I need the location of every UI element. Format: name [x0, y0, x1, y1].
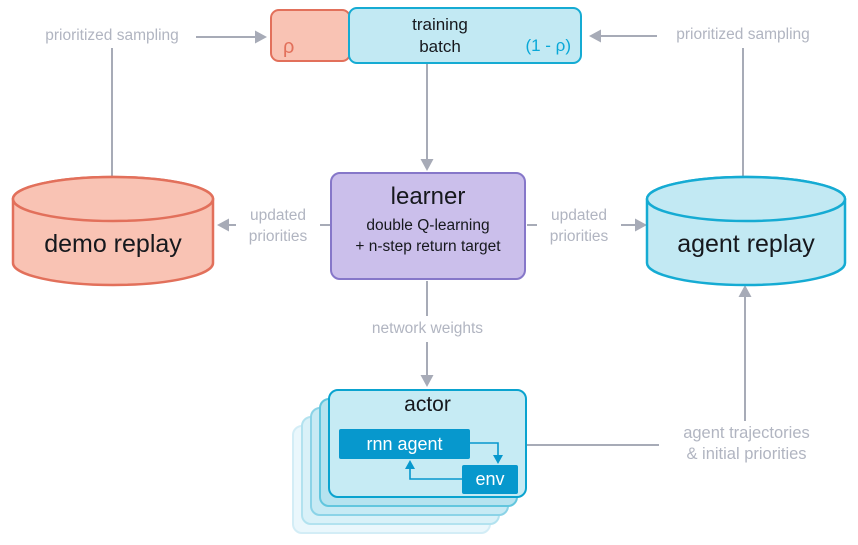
arrowhead-right-to-agent [635, 218, 647, 232]
arrowhead-left-to-demo [217, 218, 229, 232]
demo-replay-label: demo replay [44, 230, 182, 258]
arrow-line-env-to-rnn [409, 469, 462, 480]
training-batch-box: training batch (1 - ρ) [348, 7, 582, 64]
arrowhead-right-to-rho [255, 30, 267, 44]
learner-detail-line1: double Q-learning [366, 217, 490, 234]
arrowhead-up-to-agent [738, 285, 752, 297]
demo-replay-top [11, 175, 215, 223]
arrow-line-rnn-to-env [470, 442, 499, 456]
network-weights-label: network weights [352, 316, 503, 342]
actor-internal-arrows [405, 442, 503, 480]
updated-priorities-left-line1: updated [249, 207, 307, 224]
agent-trajectories-label: agent trajectories & initial priorities [659, 421, 834, 467]
updated-priorities-left-line2: priorities [248, 228, 308, 245]
updated-priorities-left-label: updated priorities [236, 203, 320, 249]
agent-replay-label: agent replay [677, 230, 815, 258]
arrowhead-down-to-actor [420, 375, 434, 387]
rnn-agent-box: rnn agent [339, 429, 470, 459]
arrowhead-left-to-batch [589, 29, 601, 43]
training-batch-title-line2: batch [419, 37, 461, 56]
learner-detail-line2: + n-step return target [355, 238, 501, 255]
training-batch-title-line1: training [412, 15, 468, 34]
prioritized-sampling-right-label: prioritized sampling [676, 26, 810, 43]
learner-box: learner double Q-learning + n-step retur… [330, 172, 526, 280]
arrowhead-down-to-learner [420, 159, 434, 171]
arrowhead-down-to-env [493, 455, 503, 464]
updated-priorities-right-line1: updated [550, 207, 608, 224]
actor-box: actor rnn agent env [328, 389, 527, 498]
training-batch-title: training batch [364, 14, 516, 58]
arrowhead-up-to-rnn [405, 460, 415, 469]
env-box: env [462, 465, 518, 494]
actor-title: actor [404, 393, 451, 416]
prioritized-sampling-left-label: prioritized sampling [45, 27, 179, 44]
agent-replay-top [645, 175, 847, 223]
rho-label: ρ [283, 36, 295, 58]
learner-title: learner [390, 183, 466, 210]
agent-trajectories-line1: agent trajectories [683, 424, 810, 442]
one-minus-rho-label: (1 - ρ) [525, 36, 571, 55]
updated-priorities-right-label: updated priorities [537, 203, 621, 249]
rho-fraction-box: ρ [270, 9, 351, 62]
updated-priorities-right-line2: priorities [549, 228, 609, 245]
agent-trajectories-line2: & initial priorities [686, 445, 807, 463]
